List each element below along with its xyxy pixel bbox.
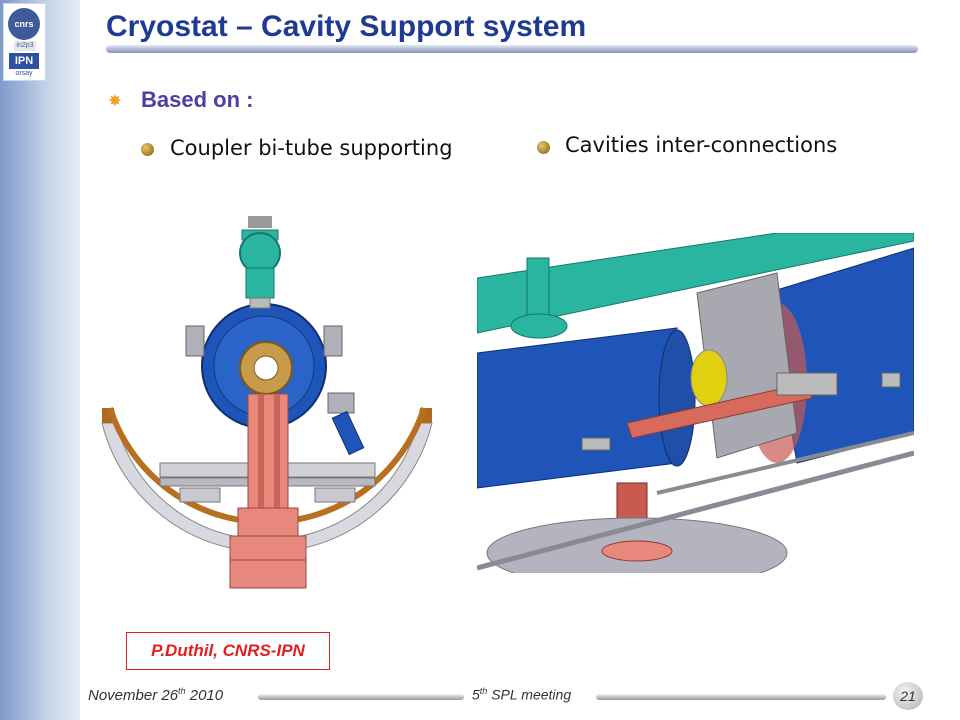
cnrs-logo: cnrs bbox=[8, 8, 40, 40]
in2p3-logo: in2p3 bbox=[14, 41, 36, 51]
title-underline-bar bbox=[106, 45, 918, 53]
coupler-support-image bbox=[101, 216, 433, 589]
footer-divider-right bbox=[596, 694, 886, 700]
footer-divider-left bbox=[258, 694, 464, 700]
gold-dot-icon bbox=[537, 141, 550, 154]
interconnection-image bbox=[477, 233, 914, 573]
left-sidebar bbox=[0, 0, 80, 720]
logo-panel: cnrs in2p3 IPN orsay bbox=[3, 3, 46, 81]
bullet-cavities: Cavities inter-connections bbox=[565, 133, 838, 157]
footer-date: November 26th 2010 bbox=[88, 686, 224, 704]
credit-box: P.Duthil, CNRS-IPN bbox=[126, 632, 330, 670]
footer-meeting: 5th SPL meeting bbox=[472, 686, 572, 703]
orsay-logo: orsay bbox=[15, 70, 33, 77]
bullet-coupler: Coupler bi-tube supporting bbox=[170, 136, 453, 160]
slide-title: Cryostat – Cavity Support system bbox=[106, 10, 587, 43]
bullet-based-on: Based on : bbox=[141, 87, 254, 112]
gold-dot-icon bbox=[141, 143, 154, 156]
credit-text: P.Duthil, CNRS-IPN bbox=[151, 641, 305, 660]
page-number: 21 bbox=[893, 682, 923, 710]
sun-bullet-icon: ✸ bbox=[108, 91, 122, 110]
ipn-logo: IPN bbox=[9, 53, 39, 69]
